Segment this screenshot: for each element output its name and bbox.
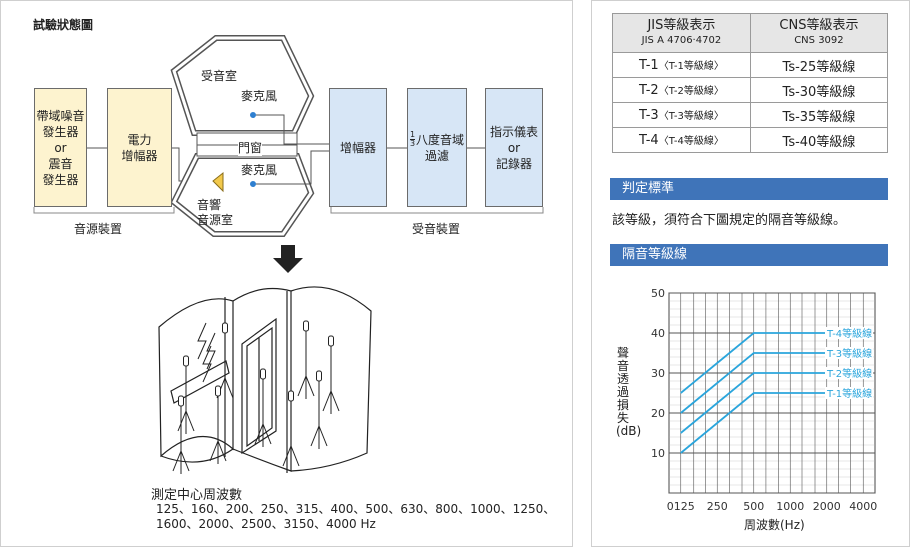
- filter-fraction-numerator: 1: [409, 130, 416, 139]
- mic-tripod: [310, 370, 328, 449]
- series-line: [680, 332, 864, 394]
- x-tick-label: 500: [743, 500, 764, 513]
- diagram-lines: [33, 35, 544, 474]
- x-tick-label: 0125: [667, 500, 695, 513]
- octave-filter-box: 1 3 八度音域 過濾: [407, 88, 467, 207]
- mic-bottom-label: 麥克風: [241, 163, 278, 177]
- meter-recorder-box: 指示儀表 or 記錄器: [485, 88, 543, 207]
- mic-tripod: [254, 368, 272, 447]
- mic-tripod: [282, 390, 300, 469]
- receive-device-label: 受音裝置: [412, 222, 461, 236]
- y-tick-label: 30: [651, 367, 665, 380]
- table-row: T-4〈T-4等級線〉Ts-40等級線: [612, 127, 889, 153]
- mic-tripod: [216, 322, 234, 401]
- receiving-room-label: 受音室: [201, 69, 238, 83]
- door-window-label: 門窗: [238, 139, 263, 156]
- series-label-bg: [825, 387, 873, 399]
- series-label-bg: [825, 367, 873, 379]
- x-tick-label: 4000: [849, 500, 877, 513]
- frequency-list-line2: 1600、2000、2500、3150、4000 Hz: [156, 517, 376, 531]
- receive-amplifier-box: 增幅器: [329, 88, 387, 207]
- grade-line-header: 隔音等級線: [610, 244, 888, 266]
- mic-tripod: [297, 320, 315, 399]
- x-tick-label: 250: [707, 500, 728, 513]
- mic-tripod: [177, 355, 195, 434]
- diagram-title: 試驗狀態圖: [33, 18, 94, 32]
- table-row: T-1〈T-1等級線〉Ts-25等級線: [612, 52, 889, 78]
- frequency-list-line1: 125、160、200、250、315、400、500、630、800、1000…: [156, 502, 556, 516]
- y-axis-label: 聲音透過損失(dB): [616, 346, 642, 438]
- series-label: T-4等級線: [826, 327, 872, 340]
- criteria-text: 該等級，須符合下圖規定的隔音等級線。: [612, 213, 847, 228]
- mic-tripod: [172, 395, 190, 474]
- series-label-bg: [825, 327, 873, 339]
- table-row: T-3〈T-3等級線〉Ts-35等級線: [612, 102, 889, 128]
- series-label-bg: [825, 347, 873, 359]
- series-line: [680, 372, 864, 434]
- x-axis-label: 周波數(Hz): [744, 518, 805, 532]
- x-tick-label: 2000: [813, 500, 841, 513]
- mic-top-label: 麥克風: [241, 89, 278, 103]
- grade-line-chart: 10 20 30 40 50 0125 250 500 1000 2000 4000 T-1等級線 T…: [651, 287, 877, 513]
- table-row: T-2〈T-2等級線〉Ts-30等級線: [612, 77, 889, 103]
- series-label: T-1等級線: [826, 387, 872, 400]
- y-tick-label: 50: [651, 287, 665, 300]
- series-line: [680, 352, 864, 414]
- filter-label-line2: 過濾: [424, 149, 449, 163]
- filter-fraction-denominator: 3: [409, 139, 416, 148]
- x-tick-label: 1000: [776, 500, 804, 513]
- criteria-header: 判定標準: [610, 178, 888, 200]
- y-tick-label: 40: [651, 327, 665, 340]
- series-label: T-3等級線: [826, 347, 872, 360]
- series-label: T-2等級線: [826, 367, 872, 380]
- power-amplifier-box: 電力 增幅器: [107, 88, 172, 207]
- frequency-title: 測定中心周波數: [151, 488, 243, 503]
- y-tick-label: 10: [651, 447, 665, 460]
- source-room-label: 音響 音源室: [197, 198, 234, 227]
- test-diagram-panel: 試驗狀態圖: [0, 0, 573, 547]
- filter-label: 八度音域: [416, 132, 465, 147]
- y-tick-label: 20: [651, 407, 665, 420]
- mic-tripod: [322, 335, 340, 414]
- source-device-label: 音源裝置: [74, 222, 123, 236]
- noise-generator-box: 帶域噪音 發生器 or 震音 發生器: [34, 88, 87, 207]
- series-line: [680, 392, 864, 454]
- mic-tripod: [209, 385, 227, 464]
